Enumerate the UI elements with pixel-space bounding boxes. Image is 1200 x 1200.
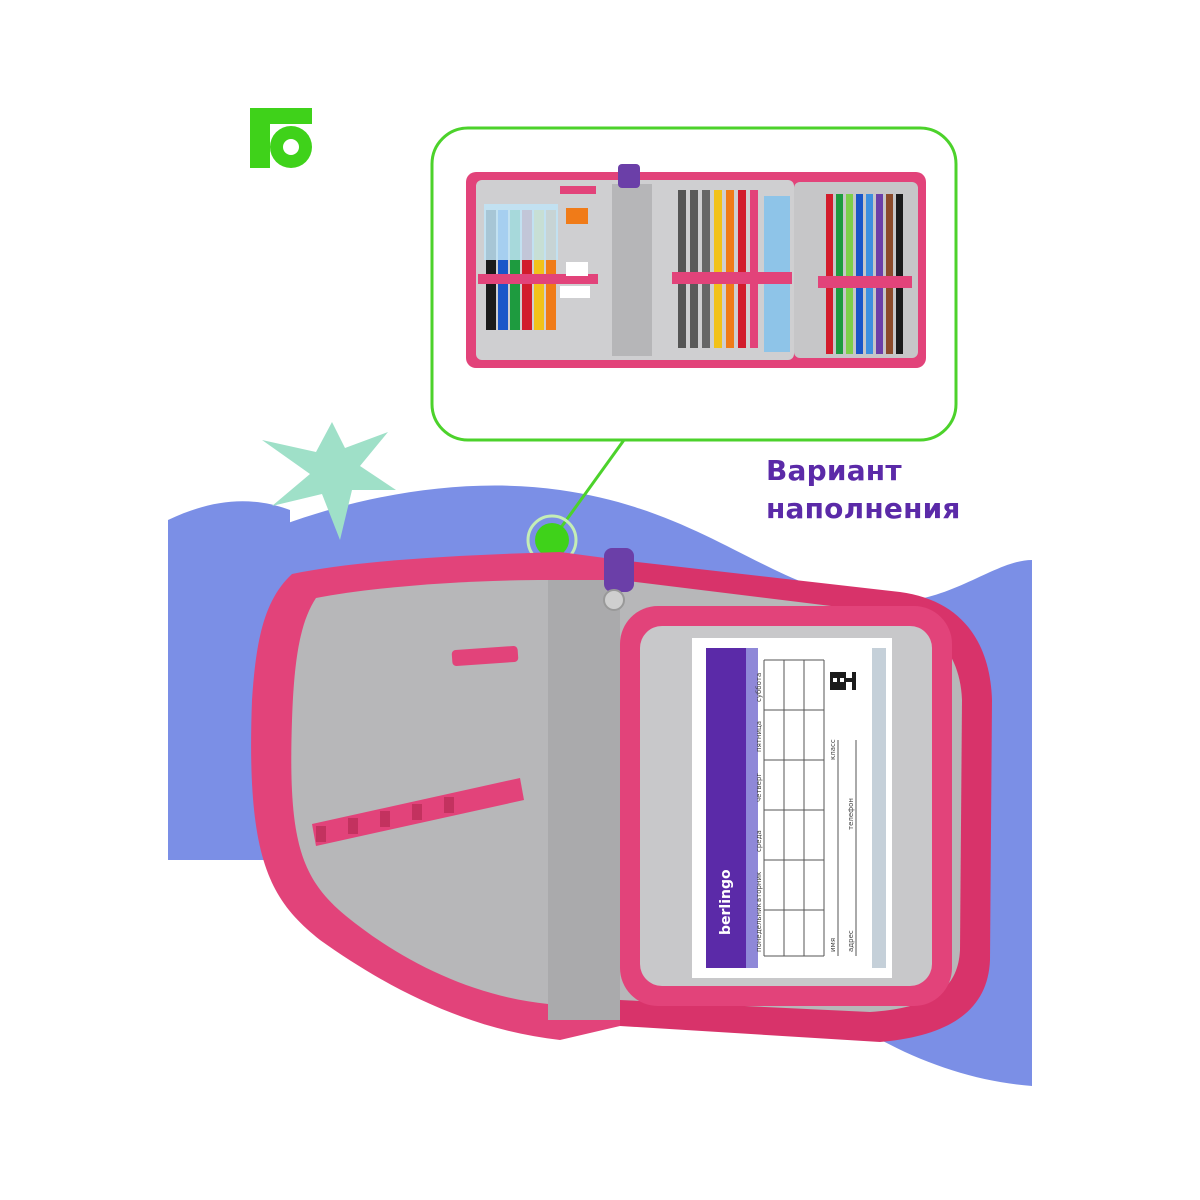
inset-pencil-case [466, 164, 926, 368]
svg-text:пятница: пятница [755, 721, 763, 752]
svg-text:суббота: суббота [755, 673, 763, 702]
inset-markers [484, 204, 558, 330]
caption-line-1: Вариант [766, 454, 902, 487]
svg-text:вторник: вторник [755, 872, 763, 902]
berlingo-logo-icon [250, 108, 312, 168]
caption-line-2: наполнения [766, 492, 961, 525]
card-grid [763, 659, 857, 957]
callout-dot-icon [535, 523, 569, 557]
filling-variant-caption: Вариант наполнения [766, 452, 1006, 528]
svg-text:класс: класс [829, 739, 837, 760]
inset-pencils [678, 190, 790, 352]
svg-text:четверг: четверг [755, 773, 763, 802]
timetable-card: berlingo понедельник вторник среда четве… [692, 638, 892, 978]
card-field-labels: имя адрес телефон класс [829, 739, 855, 952]
star-shape-icon [262, 422, 396, 540]
callout-line [550, 439, 626, 541]
svg-text:адрес: адрес [847, 930, 855, 952]
card-purple-band [706, 648, 746, 968]
svg-text:понедельник: понедельник [755, 903, 763, 952]
zipper-tab [604, 548, 634, 592]
svg-text:телефон: телефон [847, 798, 855, 830]
svg-text:имя: имя [829, 938, 837, 952]
card-brand-text: berlingo [718, 869, 734, 935]
pen-loop [451, 645, 519, 667]
robot-icon [830, 672, 856, 690]
zipper-pull [603, 589, 625, 611]
svg-text:среда: среда [755, 830, 763, 852]
inset-colored-pencils [826, 194, 903, 354]
pen-loop-strip [312, 778, 524, 846]
card-day-labels: понедельник вторник среда четверг пятниц… [755, 673, 763, 952]
